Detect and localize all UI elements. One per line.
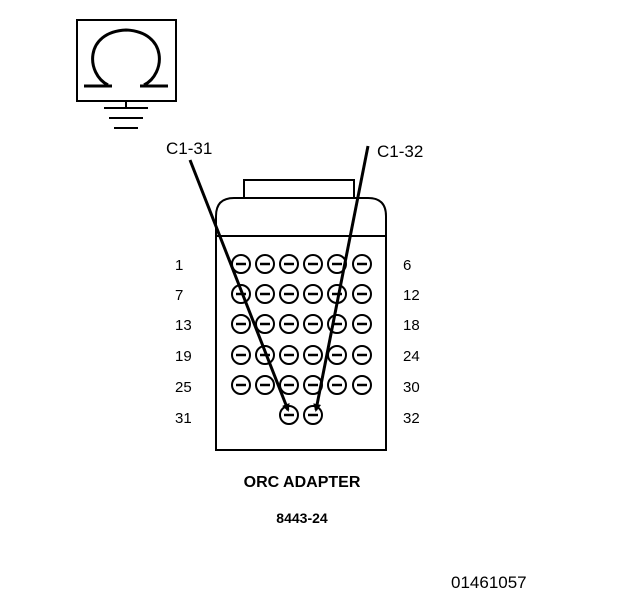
orc-adapter-connector — [215, 179, 387, 451]
pin-cavity — [303, 405, 323, 425]
row-label-left: 13 — [175, 317, 192, 334]
ground-icon — [104, 101, 148, 129]
probe-label-c1-31: C1-31 — [166, 139, 212, 158]
row-labels-left: 1 7 13 19 25 31 — [175, 257, 192, 427]
pin-cavity — [303, 284, 323, 304]
pin-cavity — [279, 314, 299, 334]
row-label-right: 6 — [403, 257, 411, 274]
pin-cavity — [352, 254, 372, 274]
pin-cavity — [279, 254, 299, 274]
pin-cavity — [352, 375, 372, 395]
pin-cavity — [303, 314, 323, 334]
probe-label-c1-32: C1-32 — [377, 142, 423, 161]
pin-cavity — [327, 345, 347, 365]
row-label-right: 24 — [403, 348, 420, 365]
pin-cavity — [255, 284, 275, 304]
row-label-left: 25 — [175, 379, 192, 396]
pin-cavity — [327, 254, 347, 274]
pin-grid — [231, 254, 372, 425]
row-label-left: 19 — [175, 348, 192, 365]
pin-cavity — [327, 284, 347, 304]
pin-cavity — [231, 254, 251, 274]
probe-lead-c1-32 — [313, 145, 370, 412]
pin-cavity — [255, 314, 275, 334]
row-labels-right: 6 12 18 24 30 32 — [403, 257, 420, 427]
pin-cavity — [255, 254, 275, 274]
pin-cavity — [352, 345, 372, 365]
row-label-right: 30 — [403, 379, 420, 396]
pin-cavity — [279, 345, 299, 365]
pin-cavity — [279, 375, 299, 395]
pin-cavity — [303, 345, 323, 365]
pin-cavity — [231, 345, 251, 365]
row-label-right: 18 — [403, 317, 420, 334]
pin-cavity — [327, 375, 347, 395]
row-label-left: 7 — [175, 287, 183, 304]
caption-title: ORC ADAPTER — [244, 474, 361, 491]
pin-cavity — [352, 284, 372, 304]
caption-part-number: 8443-24 — [276, 510, 328, 526]
probe-lead-c1-31 — [188, 159, 290, 412]
pin-cavity — [255, 375, 275, 395]
ohm-symbol-icon — [84, 28, 168, 88]
ohmmeter — [76, 19, 177, 129]
pin-cavity — [231, 314, 251, 334]
row-label-left: 1 — [175, 257, 183, 274]
figure-id: 01461057 — [451, 573, 527, 592]
row-label-right: 32 — [403, 410, 420, 427]
pin-cavity — [231, 375, 251, 395]
pin-cavity — [352, 314, 372, 334]
row-label-right: 12 — [403, 287, 420, 304]
pin-cavity — [279, 284, 299, 304]
pin-cavity — [303, 254, 323, 274]
row-label-left: 31 — [175, 410, 192, 427]
